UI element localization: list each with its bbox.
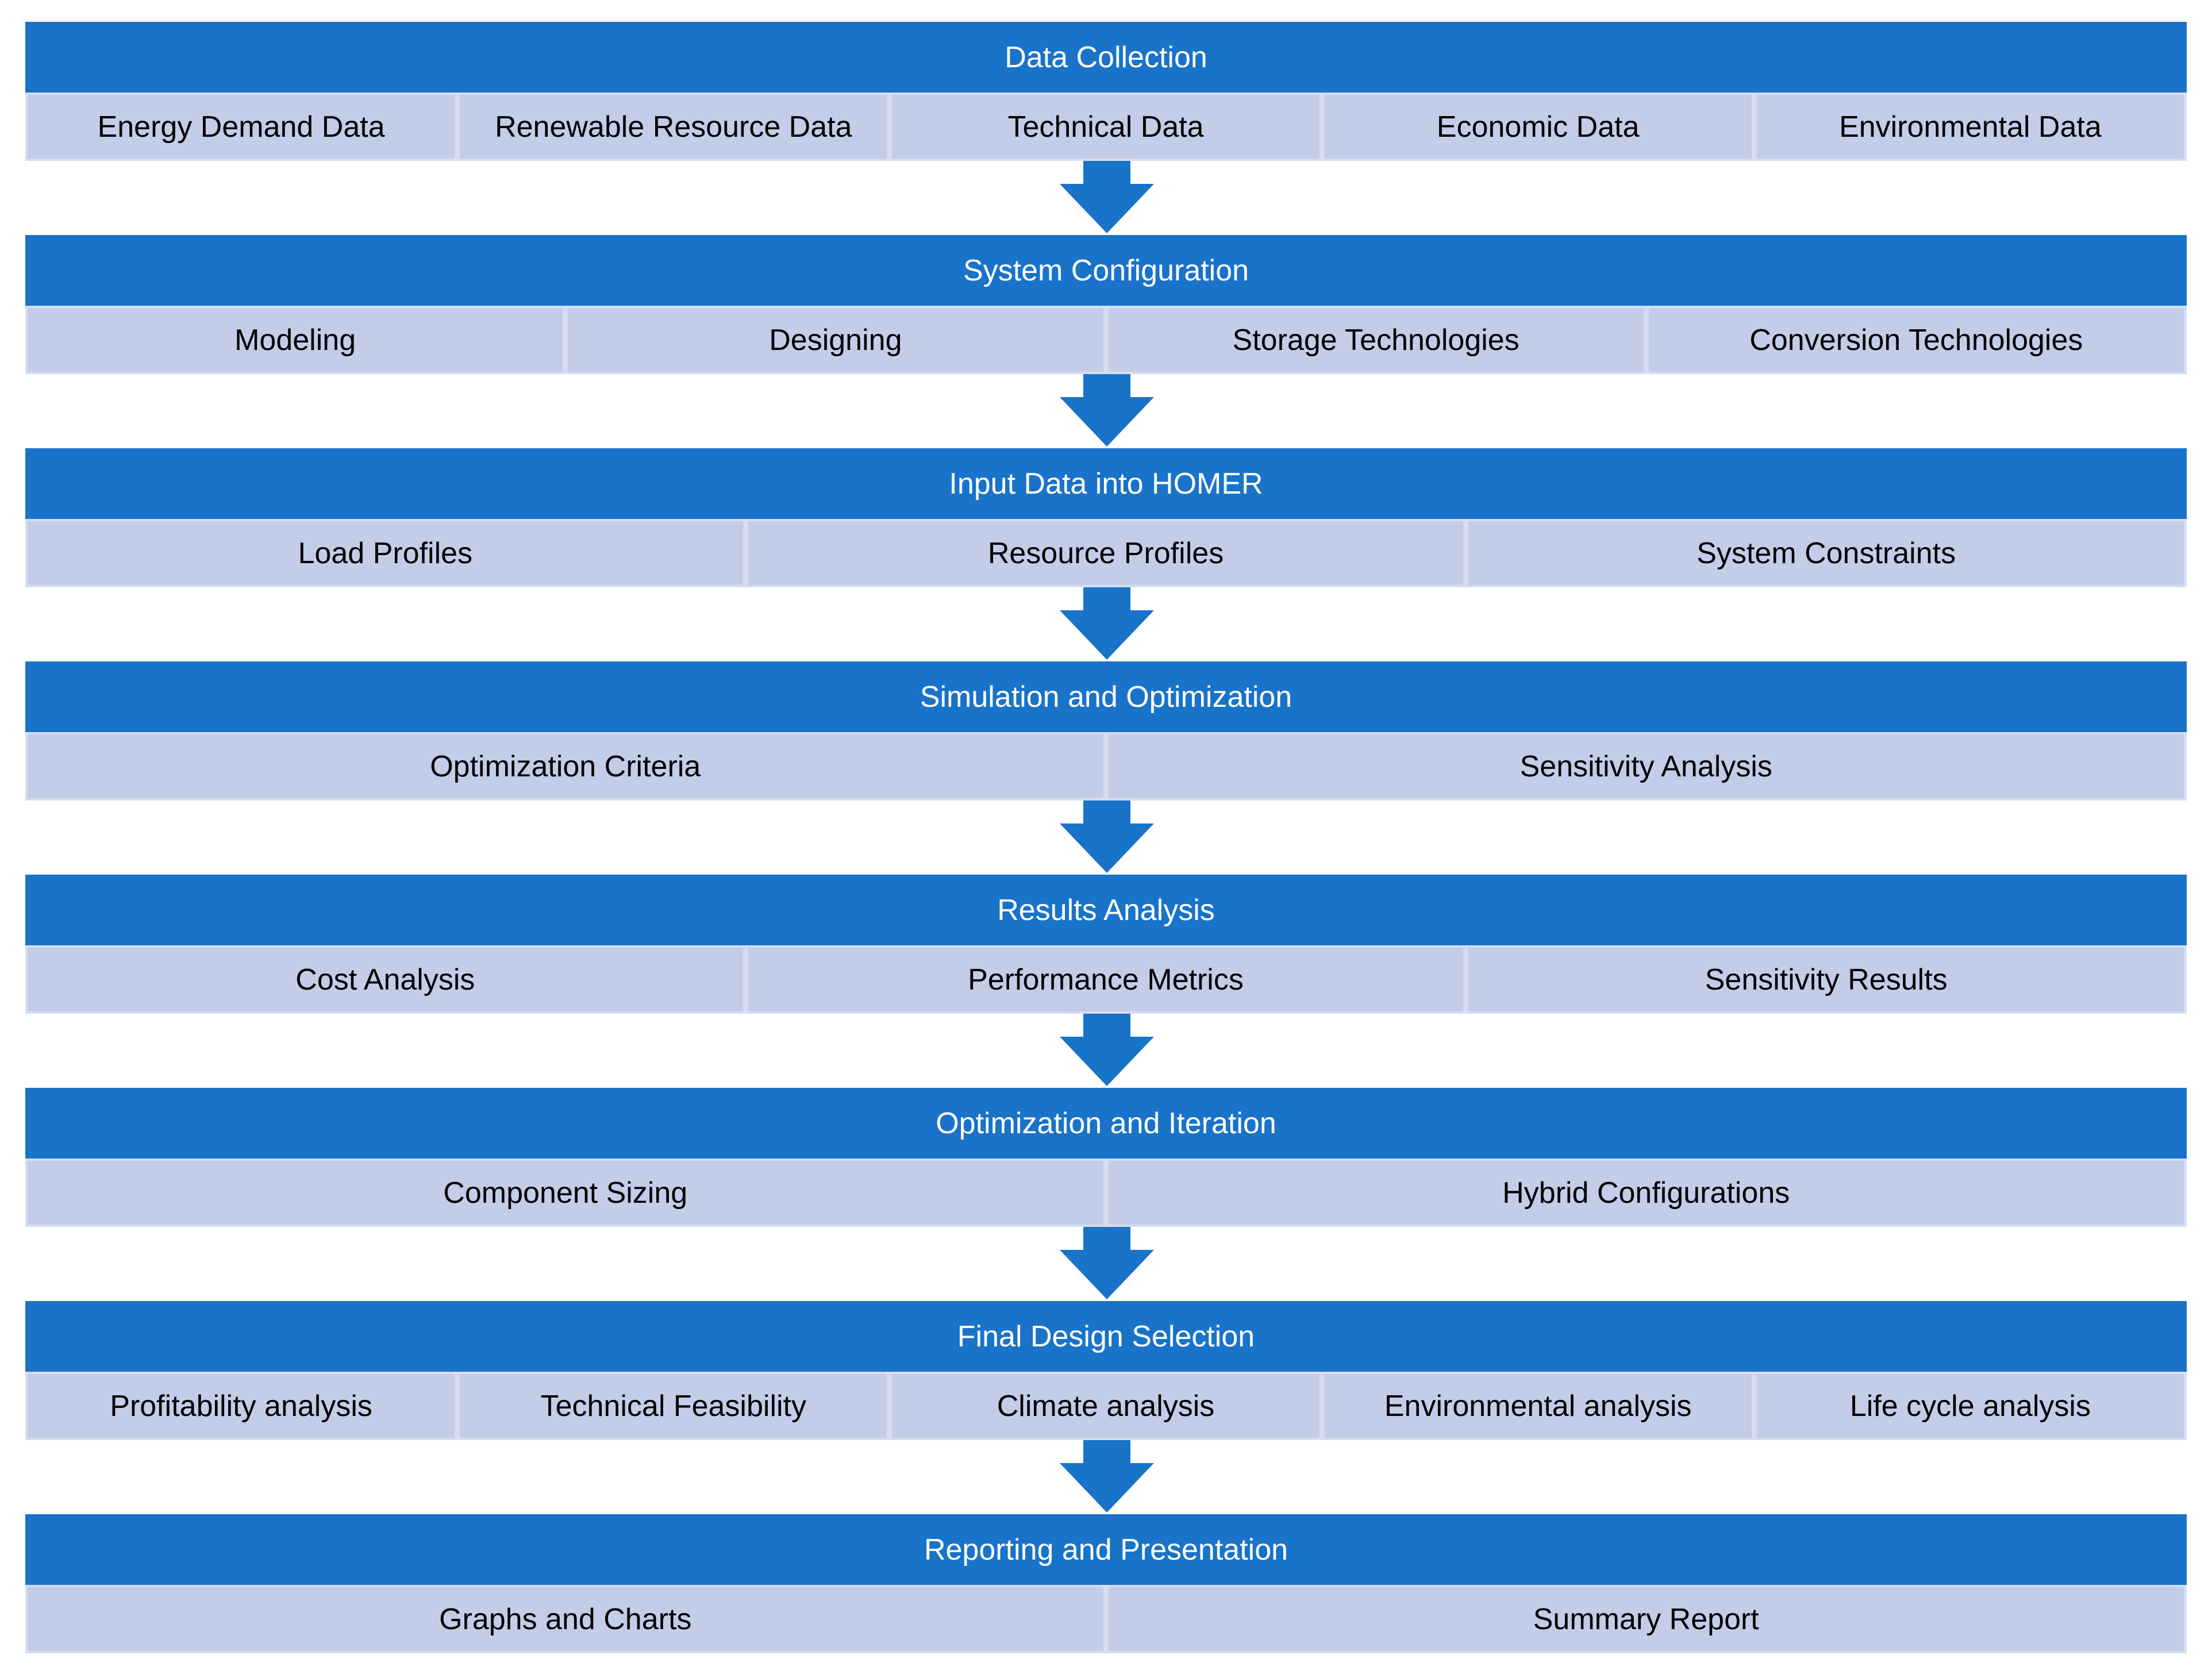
stage-item-system-constraints: System Constraints: [1466, 519, 2187, 587]
stage-title: Input Data into HOMER: [25, 448, 2187, 519]
stage-item-modeling: Modeling: [25, 306, 566, 374]
stage-items-row: Optimization Criteria Sensitivity Analys…: [25, 732, 2187, 800]
stage-item-technical-feasibility: Technical Feasibility: [457, 1372, 890, 1440]
stage-title: Final Design Selection: [25, 1301, 2187, 1372]
stage-item-life-cycle-analysis: Life cycle analysis: [1754, 1372, 2187, 1440]
down-arrow-icon: [1060, 161, 1154, 233]
stage-title: System Configuration: [25, 235, 2187, 306]
stage-item-sensitivity-analysis: Sensitivity Analysis: [1106, 732, 2187, 800]
down-arrow-icon: [1060, 1014, 1154, 1086]
stage-item-sensitivity-results: Sensitivity Results: [1466, 945, 2187, 1014]
stage-title: Results Analysis: [25, 875, 2187, 945]
stage-items-row: Graphs and Charts Summary Report: [25, 1585, 2187, 1653]
stage-item-environmental-data: Environmental Data: [1754, 93, 2187, 161]
stage-item-designing: Designing: [565, 306, 1106, 374]
down-arrow-icon: [1060, 374, 1154, 447]
stage-item-economic-data: Economic Data: [1322, 93, 1755, 161]
down-arrow-icon: [1060, 587, 1154, 660]
stage-item-load-profiles: Load Profiles: [25, 519, 746, 587]
stage-item-cost-analysis: Cost Analysis: [25, 945, 746, 1014]
stage-item-hybrid-configurations: Hybrid Configurations: [1106, 1159, 2187, 1227]
stage-item-summary-report: Summary Report: [1106, 1585, 2187, 1653]
down-arrow-icon: [1060, 1227, 1154, 1299]
stage-item-conversion-technologies: Conversion Technologies: [1646, 306, 2187, 374]
stage-title: Optimization and Iteration: [25, 1088, 2187, 1159]
stage-item-performance-metrics: Performance Metrics: [745, 945, 1467, 1014]
stage-item-technical-data: Technical Data: [890, 93, 1322, 161]
stage-items-row: Cost Analysis Performance Metrics Sensit…: [25, 945, 2187, 1014]
stage-item-component-sizing: Component Sizing: [25, 1159, 1106, 1227]
stage-item-resource-profiles: Resource Profiles: [745, 519, 1467, 587]
down-arrow-icon: [1060, 1440, 1154, 1512]
stage-title: Simulation and Optimization: [25, 661, 2187, 732]
stage-items-row: Modeling Designing Storage Technologies …: [25, 306, 2187, 374]
stage-item-climate-analysis: Climate analysis: [890, 1372, 1322, 1440]
down-arrow-icon: [1060, 800, 1154, 873]
stage-item-graphs-and-charts: Graphs and Charts: [25, 1585, 1106, 1653]
stage-items-row: Component Sizing Hybrid Configurations: [25, 1159, 2187, 1227]
stage-items-row: Profitability analysis Technical Feasibi…: [25, 1372, 2187, 1440]
stage-item-renewable-resource-data: Renewable Resource Data: [457, 93, 890, 161]
stage-item-profitability-analysis: Profitability analysis: [25, 1372, 458, 1440]
stage-items-row: Energy Demand Data Renewable Resource Da…: [25, 93, 2187, 161]
stage-title: Data Collection: [25, 22, 2187, 93]
stage-items-row: Load Profiles Resource Profiles System C…: [25, 519, 2187, 587]
stage-item-optimization-criteria: Optimization Criteria: [25, 732, 1106, 800]
stage-title: Reporting and Presentation: [25, 1514, 2187, 1585]
stage-item-environmental-analysis: Environmental analysis: [1322, 1372, 1755, 1440]
stage-item-energy-demand-data: Energy Demand Data: [25, 93, 458, 161]
stage-item-storage-technologies: Storage Technologies: [1106, 306, 1647, 374]
